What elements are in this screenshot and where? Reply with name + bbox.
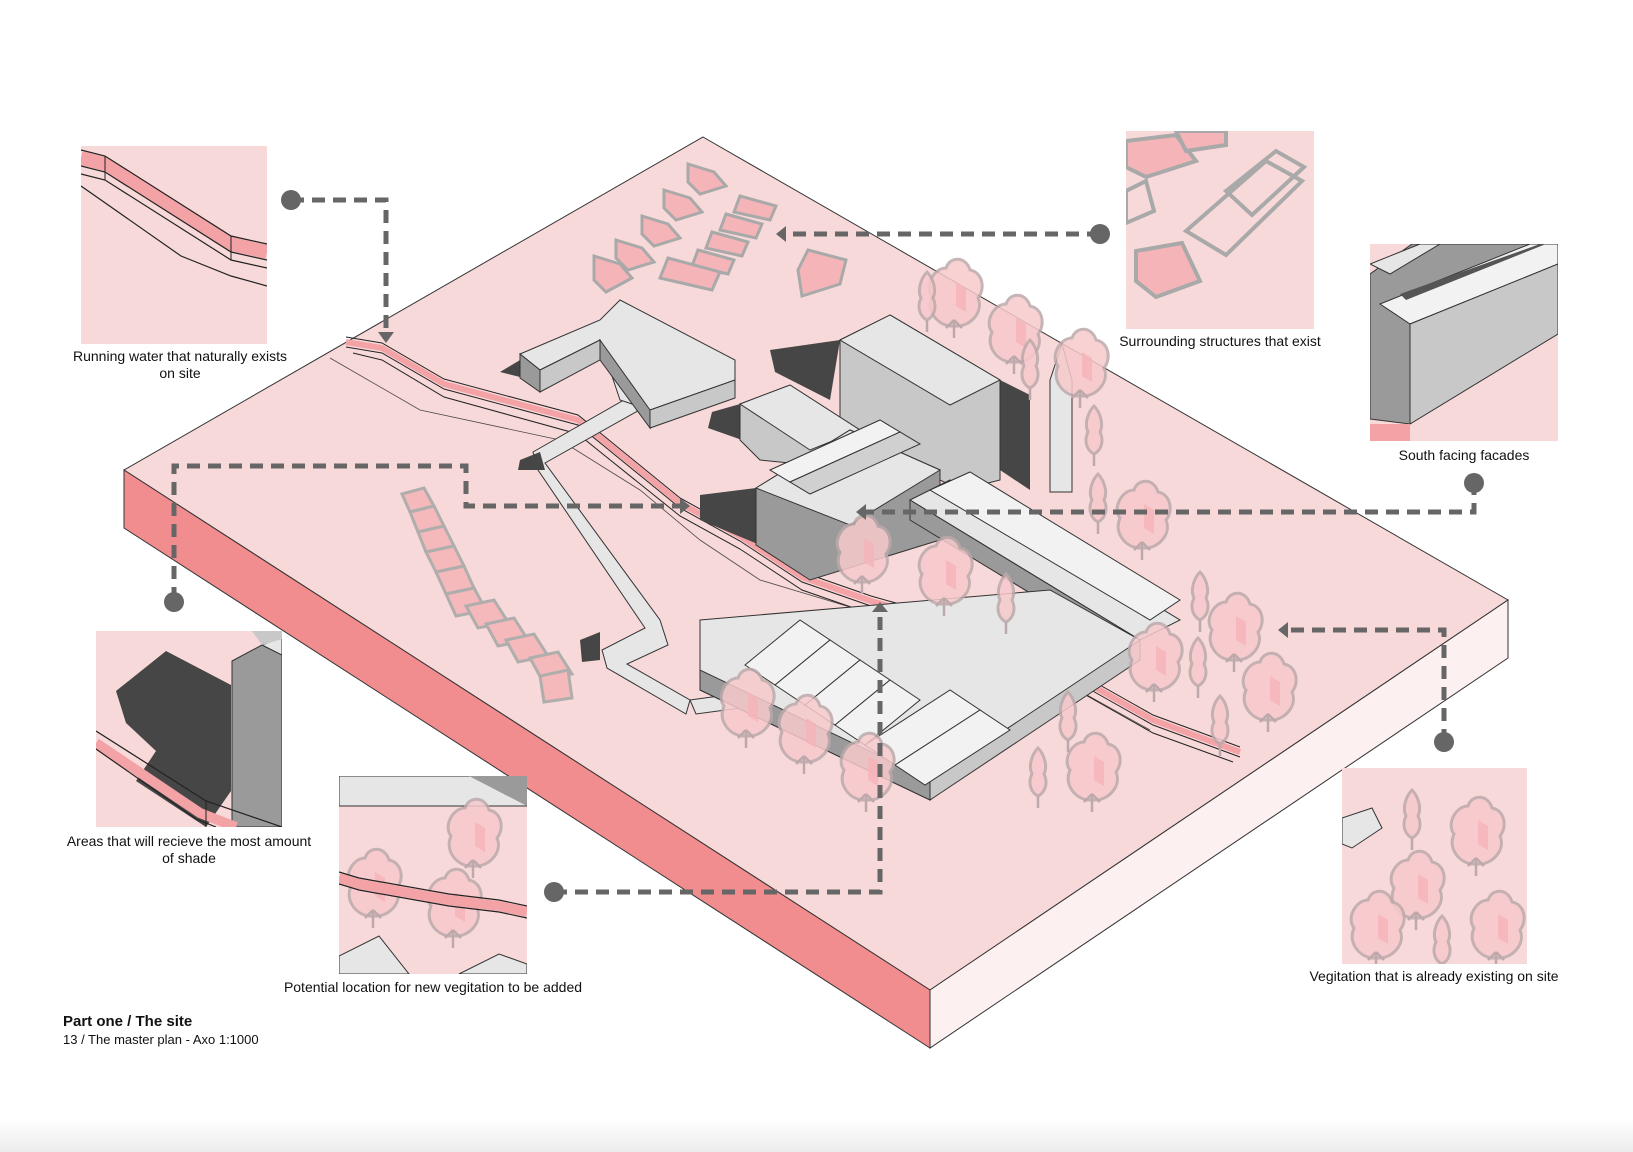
dot-surrounding-structures	[1090, 224, 1110, 244]
thumb-shade-areas	[96, 631, 282, 827]
leader-arrowheads	[378, 226, 1288, 638]
leader-new-vegetation	[554, 612, 883, 895]
viewer-bottom-bar	[0, 1118, 1633, 1152]
sheet-footer: Part one / The site 13 / The master plan…	[63, 1012, 259, 1048]
sheet-subtitle: 13 / The master plan - Axo 1:1000	[63, 1032, 259, 1047]
thumb-new-vegetation	[339, 776, 527, 974]
caption-running-water: Running water that naturally exists on s…	[73, 348, 287, 381]
caption-new-vegetation: Potential location for new vegitation to…	[283, 979, 583, 995]
dot-running-water	[281, 190, 301, 210]
sheet-title: Part one / The site	[63, 1013, 193, 1030]
l-building	[519, 299, 736, 430]
leader-running-water	[291, 197, 389, 335]
dot-new-vegetation	[544, 882, 564, 902]
structures-detail	[1126, 131, 1308, 300]
leader-shade-areas	[171, 463, 680, 600]
surrounding-structures	[592, 161, 848, 298]
dot-shade-areas	[164, 592, 184, 612]
dot-existing-vegetation	[1434, 732, 1454, 752]
thumb-existing-vegetation	[1342, 768, 1527, 964]
leader-existing-vegetation	[1288, 627, 1447, 742]
existing-vegetation-detail	[1342, 788, 1526, 964]
caption-surrounding-structures: Surrounding structures that exist	[1119, 333, 1321, 349]
caption-south-facades: South facing facades	[1398, 447, 1530, 463]
leader-dots	[164, 190, 1484, 902]
stream-detail	[81, 149, 267, 287]
caption-shade-areas: Areas that will recieve the most amount …	[66, 833, 312, 866]
thumb-south-facades	[1370, 244, 1558, 441]
thumb-running-water	[81, 146, 267, 344]
thumb-surrounding-structures	[1126, 131, 1314, 329]
row-of-blocks	[399, 486, 575, 704]
shade-detail	[96, 631, 282, 827]
facades-detail	[1370, 244, 1558, 441]
caption-existing-vegetation: Vegitation that is already existing on s…	[1309, 968, 1559, 984]
dot-south-facades	[1464, 473, 1484, 493]
new-vegetation-detail	[339, 776, 527, 974]
